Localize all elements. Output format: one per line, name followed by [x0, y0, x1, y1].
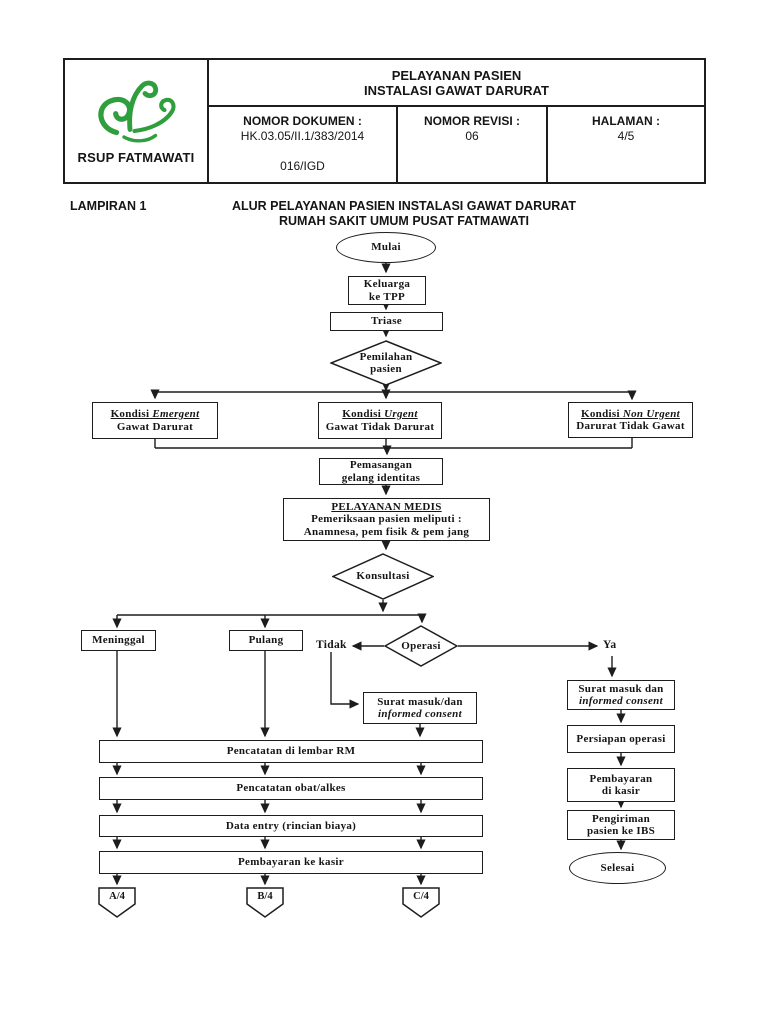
- document-number-cell: NOMOR DOKUMEN : HK.03.05/II.1/383/2014 0…: [209, 107, 396, 182]
- connector-shape: [246, 887, 284, 918]
- connector-shape: [98, 887, 136, 918]
- document-number-value2: 016/IGD: [280, 159, 325, 173]
- flow-node-meninggal: Meninggal: [81, 630, 156, 651]
- flow-node-surat-masuk-ya: Surat masuk dan informed consent: [567, 680, 675, 710]
- attachment-title: ALUR PELAYANAN PASIEN INSTALASI GAWAT DA…: [184, 199, 624, 228]
- flow-node-pelayanan-medis: PELAYANAN MEDIS Pemeriksaan pasien melip…: [283, 498, 490, 541]
- flow-bar-pencatatan-obat: Pencatatan obat/alkes: [99, 777, 483, 800]
- hospital-name: RSUP FATMAWATI: [77, 150, 195, 165]
- revision-number-value: 06: [465, 129, 479, 143]
- flow-node-kondisi-urgent: Kondisi Urgent Gawat Tidak Darurat: [318, 402, 442, 439]
- flow-node-selesai: Selesai: [569, 852, 666, 884]
- page-number-cell: HALAMAN : 4/5: [546, 107, 704, 182]
- offpage-connector-c4: C/4: [402, 887, 440, 918]
- flow-bar-pembayaran-kasir: Pembayaran ke kasir: [99, 851, 483, 874]
- document-title-cell: PELAYANAN PASIEN INSTALASI GAWAT DARURAT: [209, 60, 704, 107]
- flow-node-surat-masuk-tidak: Surat masuk/dan informed consent: [363, 692, 477, 724]
- flow-node-persiapan-operasi: Persiapan operasi: [567, 725, 675, 753]
- hospital-logo-icon: [98, 80, 176, 143]
- attachment-title-line1: ALUR PELAYANAN PASIEN INSTALASI GAWAT DA…: [231, 199, 576, 213]
- attachment-title-line2: RUMAH SAKIT UMUM PUSAT FATMAWATI: [279, 213, 529, 228]
- flow-decision-pemilahan: Pemilahan pasien: [330, 340, 442, 386]
- connector-shape: [402, 887, 440, 918]
- document-title-line1: PELAYANAN PASIEN: [391, 67, 522, 83]
- offpage-connector-a4: A/4: [98, 887, 136, 918]
- revision-number-cell: NOMOR REVISI : 06: [396, 107, 546, 182]
- flow-decision-konsultasi: Konsultasi: [332, 553, 434, 600]
- flow-node-triase: Triase: [330, 312, 443, 331]
- offpage-connector-b4: B/4: [246, 887, 284, 918]
- document-header-table: RSUP FATMAWATI PELAYANAN PASIEN INSTALAS…: [63, 58, 706, 184]
- diamond-shape: [332, 553, 434, 600]
- flow-decision-operasi: Operasi: [384, 625, 458, 667]
- flow-node-kondisi-emergent: Kondisi Emergent Gawat Darurat: [92, 402, 218, 439]
- logo-cell: RSUP FATMAWATI: [65, 60, 209, 182]
- document-number-label: NOMOR DOKUMEN :: [243, 114, 362, 128]
- flow-node-pengiriman-ibs: Pengiriman pasien ke IBS: [567, 810, 675, 840]
- diamond-shape: [384, 625, 458, 667]
- flow-bar-data-entry: Data entry (rincian biaya): [99, 815, 483, 837]
- flow-node-keluarga-tpp: Keluarga ke TPP: [348, 276, 426, 305]
- branch-label-ya: Ya: [603, 639, 617, 651]
- document-title-line2: INSTALASI GAWAT DARURAT: [364, 82, 549, 98]
- page-number-label: HALAMAN :: [592, 114, 660, 128]
- flow-node-pulang: Pulang: [229, 630, 303, 651]
- flow-node-pembayaran-kasir: Pembayaran di kasir: [567, 768, 675, 802]
- flow-bar-pencatatan-rm: Pencatatan di lembar RM: [99, 740, 483, 763]
- branch-label-tidak: Tidak: [316, 639, 347, 651]
- flow-node-gelang-identitas: Pemasangan gelang identitas: [319, 458, 443, 485]
- page-number-value: 4/5: [617, 129, 635, 143]
- revision-number-label: NOMOR REVISI :: [423, 114, 520, 128]
- flow-node-start: Mulai: [336, 232, 436, 263]
- diamond-shape: [330, 340, 442, 386]
- flow-node-kondisi-non-urgent: Kondisi Non Urgent Darurat Tidak Gawat: [568, 402, 693, 438]
- attachment-label: LAMPIRAN 1: [70, 199, 147, 213]
- document-number-value: HK.03.05/II.1/383/2014: [240, 129, 365, 143]
